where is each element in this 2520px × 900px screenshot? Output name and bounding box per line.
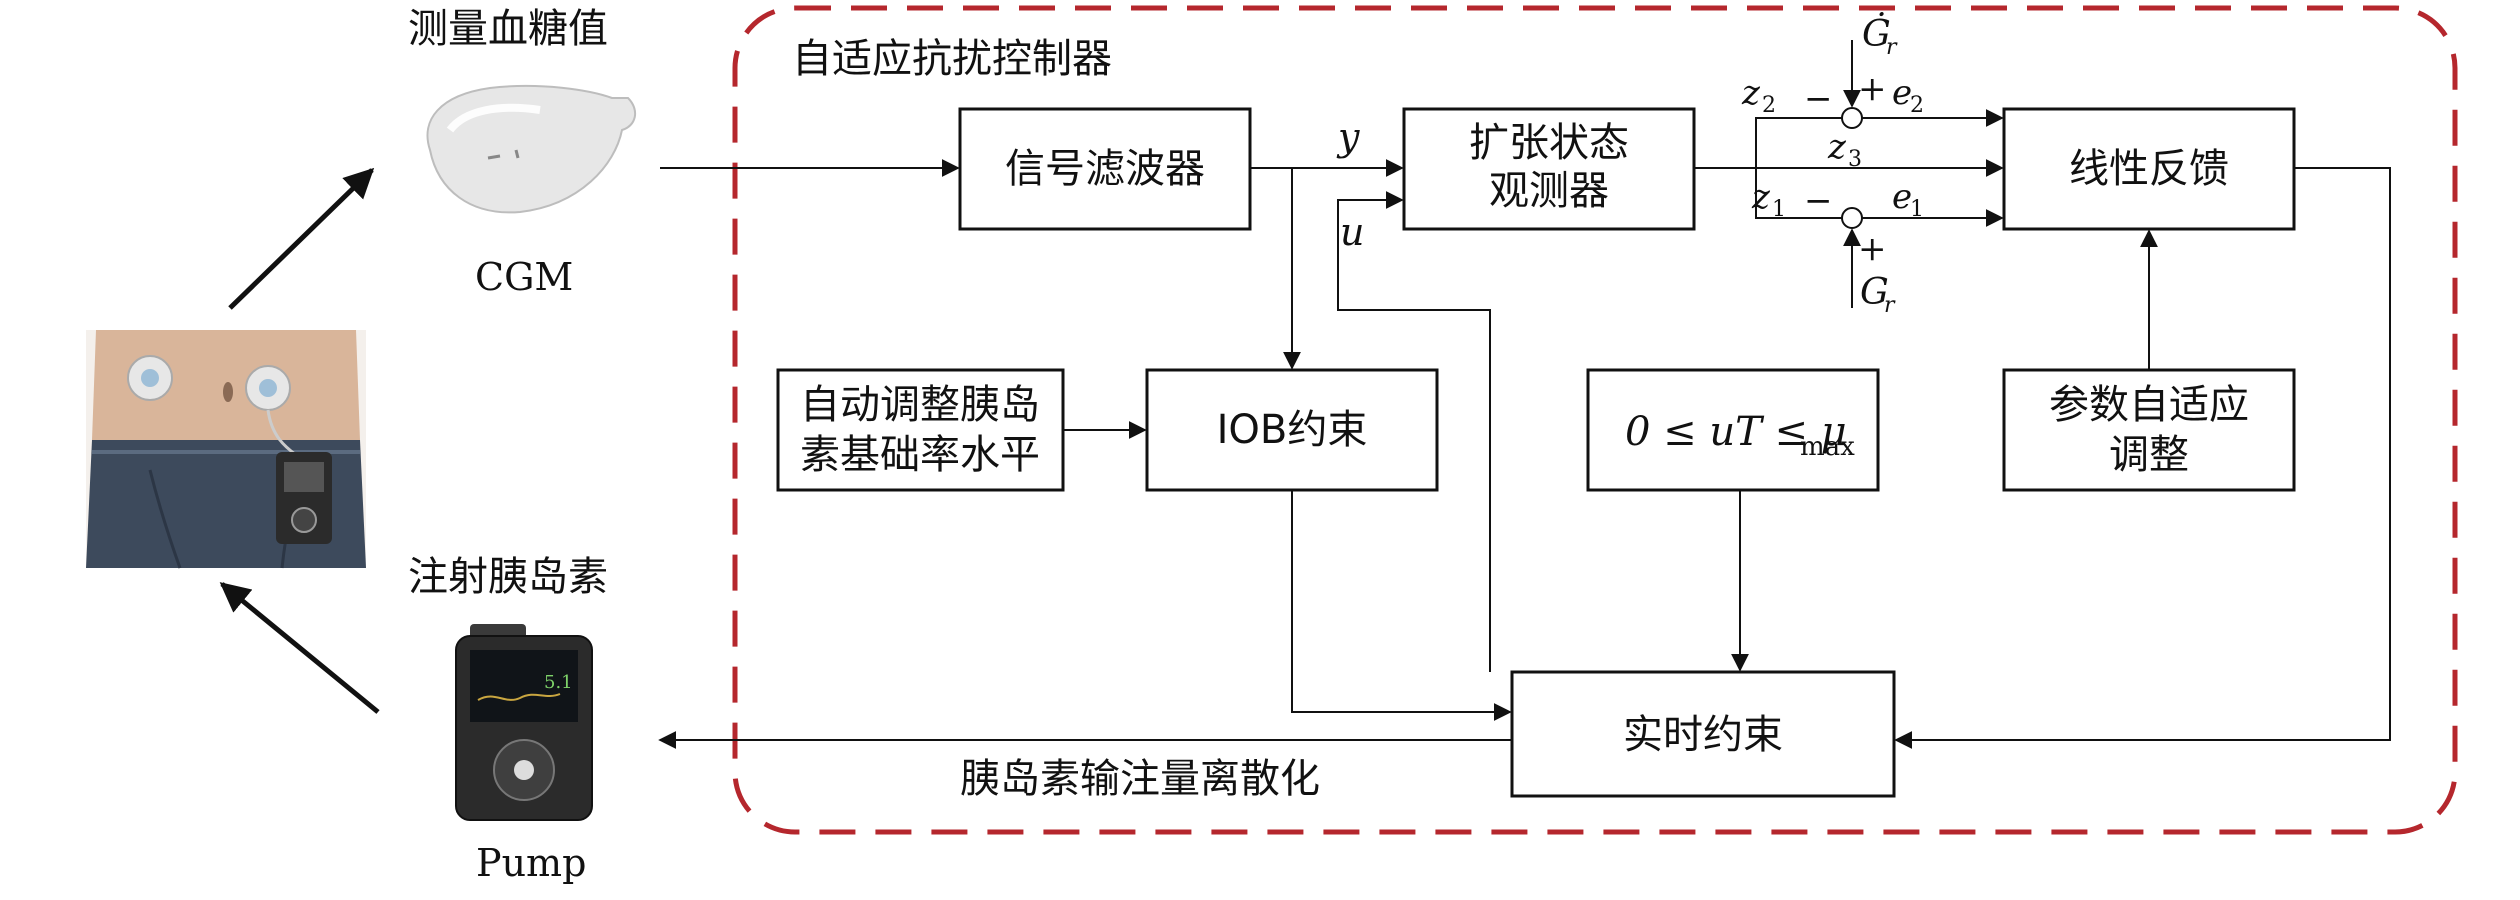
wire-z1 — [1694, 167, 1842, 219]
controller-border — [732, 5, 2458, 835]
svg-text:2: 2 — [1762, 93, 1776, 118]
label-z2-minus: − — [1804, 79, 1833, 119]
inject-insulin-label: 注射胰岛素 — [408, 554, 608, 600]
block-iob-constraint: IOB约束 — [1145, 368, 1439, 492]
insulin-discretize-label: 胰岛素输注量离散化 — [960, 756, 1320, 802]
svg-text:素基础率水平: 素基础率水平 — [800, 432, 1040, 478]
controller-title: 自适应抗扰控制器 — [792, 36, 1112, 82]
label-gr-dot: Ġ r — [1862, 13, 1898, 60]
block-linear-feedback: 线性反馈 — [2002, 107, 2296, 231]
signal-u-label: u — [1340, 210, 1364, 254]
label-gr-plus: + — [1858, 229, 1887, 269]
svg-text:3: 3 — [1848, 147, 1862, 172]
label-z2: z 2 — [1741, 73, 1776, 118]
svg-text:e: e — [1892, 177, 1912, 217]
wire-u-to-eso — [1337, 191, 1491, 672]
block-extended-state-observer: 扩张状态 观测器 — [1402, 107, 1696, 231]
svg-text:z: z — [1751, 177, 1771, 217]
label-e2-plus: + — [1858, 69, 1887, 109]
svg-text:max: max — [1800, 432, 1855, 462]
arrow-pump-to-body — [219, 582, 380, 714]
label-e2: e 2 — [1892, 73, 1924, 118]
svg-text:z: z — [1827, 127, 1847, 167]
svg-text:1: 1 — [1772, 197, 1786, 222]
label-e1: e 1 — [1892, 177, 1924, 222]
label-z1-minus: − — [1804, 181, 1833, 221]
block-parameter-adaptation: 参数自适应 调整 — [2002, 368, 2296, 492]
svg-text:实时约束: 实时约束 — [1623, 712, 1783, 758]
svg-text:r: r — [1886, 35, 1898, 60]
cgm-label: CGM — [475, 255, 573, 299]
block-dose-range-constraint: 0 ≤ uT ≤ μ max — [1586, 368, 1880, 492]
svg-text:2: 2 — [1910, 93, 1924, 118]
insulin-pump-icon: 5.1 — [455, 624, 593, 821]
svg-text:1: 1 — [1910, 197, 1924, 222]
svg-text:IOB约束: IOB约束 — [1217, 407, 1368, 453]
sum-junction-top — [1841, 107, 1863, 129]
sum-junction-bottom — [1841, 207, 1863, 229]
svg-text:Ġ: Ġ — [1862, 13, 1891, 55]
block-realtime-constraint: 实时约束 — [1510, 670, 1896, 798]
svg-text:扩张状态: 扩张状态 — [1469, 120, 1629, 166]
svg-text:z: z — [1741, 73, 1761, 113]
svg-text:自动调整胰岛: 自动调整胰岛 — [800, 382, 1040, 428]
svg-text:观测器: 观测器 — [1489, 168, 1609, 214]
svg-text:线性反馈: 线性反馈 — [2069, 146, 2229, 192]
svg-text:e: e — [1892, 73, 1912, 113]
svg-text:参数自适应: 参数自适应 — [2049, 382, 2249, 428]
wire-z2 — [1694, 117, 1842, 169]
svg-text:r: r — [1884, 293, 1896, 318]
measure-glucose-label: 测量血糖值 — [408, 6, 608, 52]
svg-text:信号滤波器: 信号滤波器 — [1005, 146, 1205, 192]
block-signal-filter: 信号滤波器 — [958, 107, 1252, 231]
wire-iob-to-realtime — [1291, 490, 1512, 721]
label-gr: G r — [1860, 272, 1896, 318]
block-auto-basal-rate: 自动调整胰岛 素基础率水平 — [776, 368, 1065, 492]
arrow-body-to-cgm — [228, 167, 375, 310]
svg-text:0 ≤ uT ≤ μ: 0 ≤ uT ≤ μ — [1625, 409, 1847, 455]
svg-text:调整: 调整 — [2109, 432, 2189, 478]
svg-text:G: G — [1860, 272, 1889, 313]
signal-y-label: y — [1336, 115, 1360, 159]
pump-screen-value: 5.1 — [544, 672, 573, 693]
wire-feedback-to-realtime — [1894, 167, 2391, 749]
label-z3: z 3 — [1827, 127, 1862, 172]
label-z1: z 1 — [1751, 177, 1786, 222]
pump-label: Pump — [476, 841, 586, 885]
cgm-sensor-icon — [426, 84, 637, 214]
patient-body-image — [86, 330, 366, 569]
